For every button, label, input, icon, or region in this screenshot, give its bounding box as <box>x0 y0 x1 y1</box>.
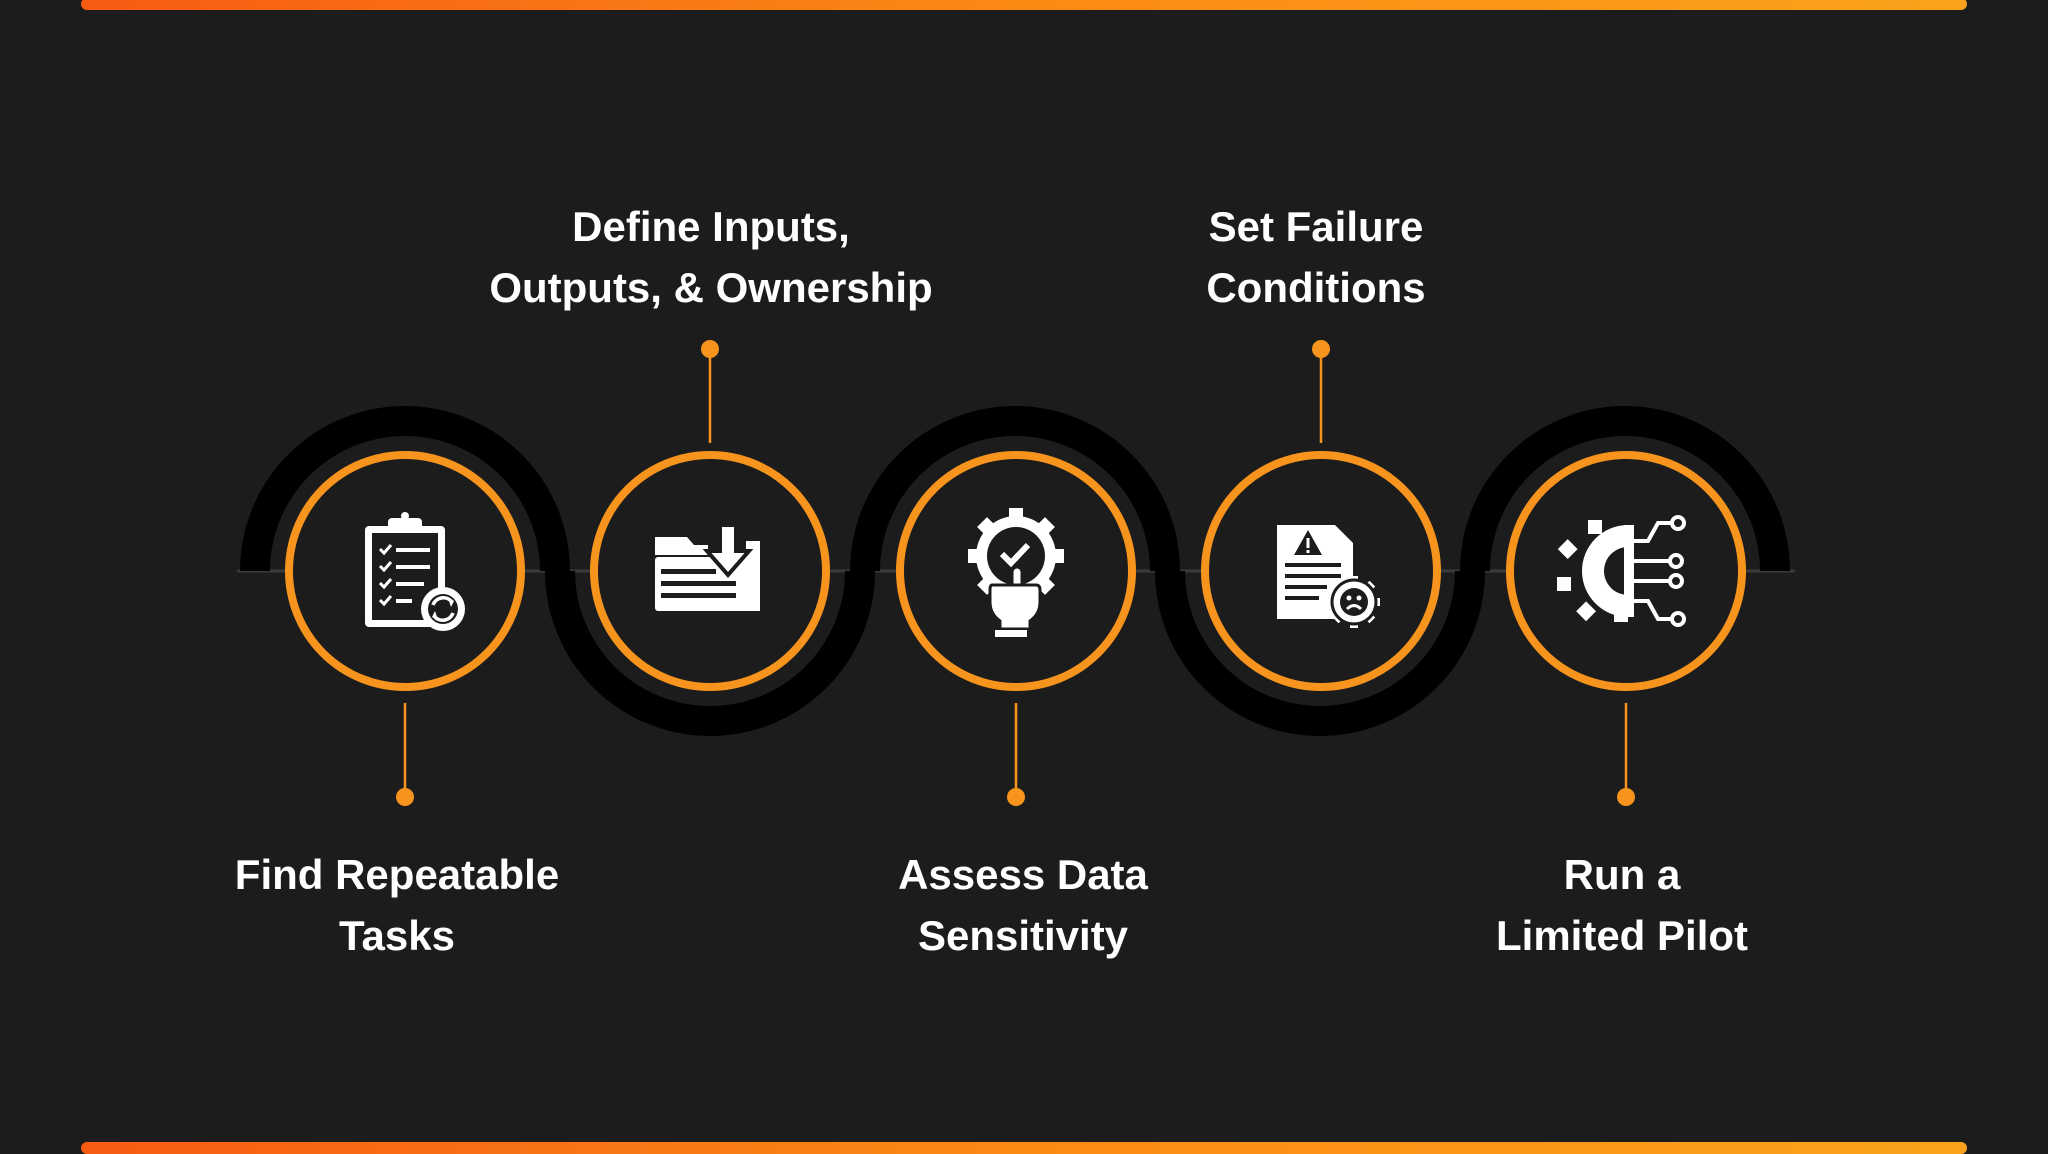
step-4-connector-dot <box>1312 340 1330 358</box>
gear-hand-check-icon <box>968 508 1064 637</box>
step-5-connector-dot <box>1617 788 1635 806</box>
step-4 <box>1201 340 1441 691</box>
step-4-label-line-2: Conditions <box>1206 264 1426 311</box>
step-3-label-line-2: Sensitivity <box>917 912 1129 959</box>
step-1-label-line-1: Find Repeatable <box>234 851 560 898</box>
step-2-label-line-2: Outputs, & Ownership <box>489 264 933 311</box>
step-3-connector-dot <box>1007 788 1025 806</box>
step-5-label-line-2: Limited Pilot <box>1496 912 1748 959</box>
step-1-label: Find Repeatable Tasks <box>77 844 717 966</box>
track-arc-1 <box>240 406 570 572</box>
step-1 <box>285 451 525 806</box>
step-3-label-line-1: Assess Data <box>898 851 1148 898</box>
track-arc-3 <box>850 406 1180 572</box>
step-2 <box>590 340 830 691</box>
step-3-label: Assess Data Sensitivity <box>703 844 1343 966</box>
step-1-label-line-2: Tasks <box>339 912 455 959</box>
folder-download-icon <box>655 523 760 611</box>
track-arc-4 <box>1155 570 1485 736</box>
step-5 <box>1506 451 1746 806</box>
warning-document-gear-icon <box>1277 525 1380 628</box>
track-arc-5 <box>1460 406 1790 572</box>
bottom-accent-bar <box>81 1142 1967 1154</box>
step-1-connector-dot <box>396 788 414 806</box>
step-2-label-line-1: Define Inputs, <box>572 203 850 250</box>
step-4-label-line-1: Set Failure <box>1208 203 1424 250</box>
clipboard-checklist-refresh-icon <box>365 512 465 631</box>
step-4-label: Set Failure Conditions <box>996 196 1636 318</box>
step-3 <box>896 451 1136 806</box>
step-2-label: Define Inputs, Outputs, & Ownership <box>391 196 1031 318</box>
step-5-label-line-1: Run a <box>1563 851 1681 898</box>
track-arc-2 <box>545 570 875 736</box>
step-5-label: Run a Limited Pilot <box>1302 844 1942 966</box>
wave-track <box>237 406 1795 736</box>
top-accent-bar <box>81 0 1967 10</box>
step-2-connector-dot <box>701 340 719 358</box>
gear-circuit-icon <box>1557 515 1686 627</box>
